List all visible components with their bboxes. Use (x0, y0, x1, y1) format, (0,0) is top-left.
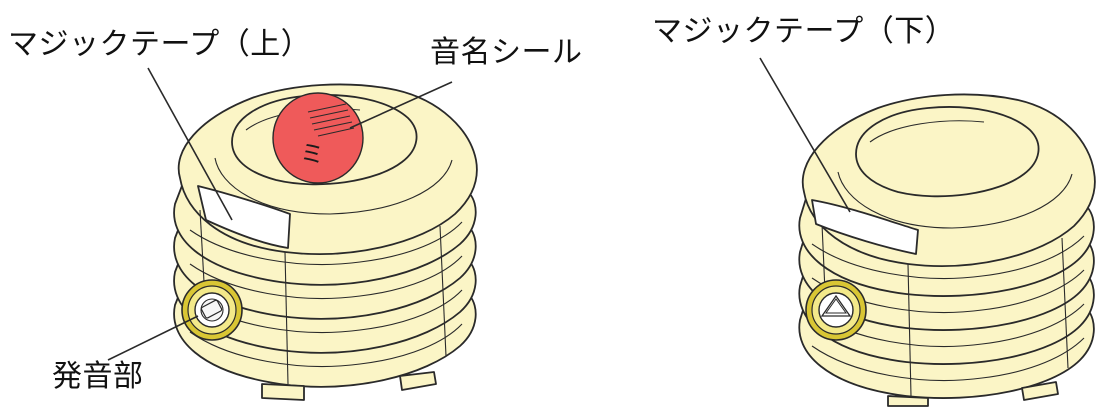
label-note-name-sticker: 音名シール (430, 35, 583, 70)
device-right (759, 57, 1096, 407)
leader-line-note-sticker (349, 81, 453, 129)
leader-line-sound-part (107, 315, 199, 361)
leader-line-tape-upper (147, 67, 233, 221)
sticker-note-glyph: ミ (300, 140, 324, 168)
sound-emitting-part (181, 279, 243, 341)
label-magic-tape-upper: マジックテープ（上） (8, 27, 312, 62)
sound-emitting-part-right (805, 279, 867, 341)
leader-line-tape-lower (759, 57, 851, 213)
device-left: ミ (107, 67, 478, 401)
label-sound-emitting-part: 発音部 (52, 359, 144, 394)
note-name-sticker: ミ (272, 92, 364, 184)
label-magic-tape-lower: マジックテープ（下） (652, 14, 956, 49)
